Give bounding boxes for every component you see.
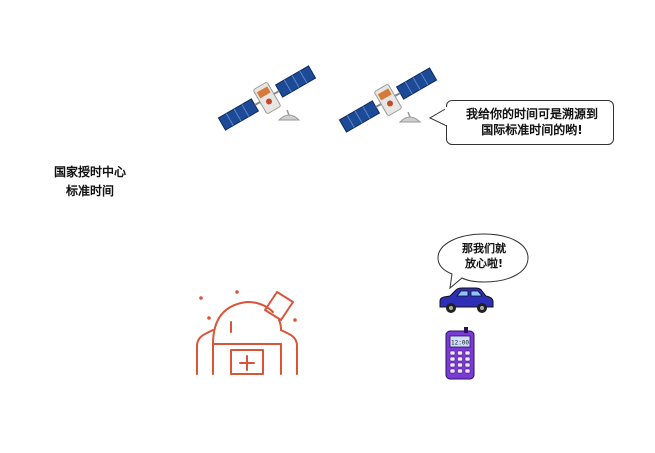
phone-screen-time: 12:00 <box>451 340 469 347</box>
satellite-icon <box>338 67 438 133</box>
speech-bubble-tail-cover <box>445 107 449 125</box>
satellite-icon <box>217 65 317 131</box>
observatory-icon <box>196 290 298 375</box>
ntc-label: 国家授时中心 标准时间 <box>40 163 140 201</box>
car-icon <box>439 287 494 313</box>
ntc-label-line1: 国家授时中心 <box>53 165 126 179</box>
device-message: 那我们就 放心啦! <box>444 241 524 271</box>
speech-bubble-ellipse <box>437 233 529 290</box>
speech-bubble <box>446 100 614 145</box>
speech-bubble-tail <box>428 107 448 127</box>
mobile-phone-icon: 12:00 <box>445 327 475 380</box>
satellite-message-line1: 我给你的时间可是溯源到 <box>465 107 598 121</box>
ntc-label-line2: 标准时间 <box>65 184 114 198</box>
device-message-line1: 那我们就 <box>462 242 506 255</box>
device-message-line2: 放心啦! <box>464 257 504 270</box>
satellite-message: 我给你的时间可是溯源到 国际标准时间的哟! <box>452 106 612 138</box>
satellite-message-line2: 国际标准时间的哟! <box>481 123 583 137</box>
